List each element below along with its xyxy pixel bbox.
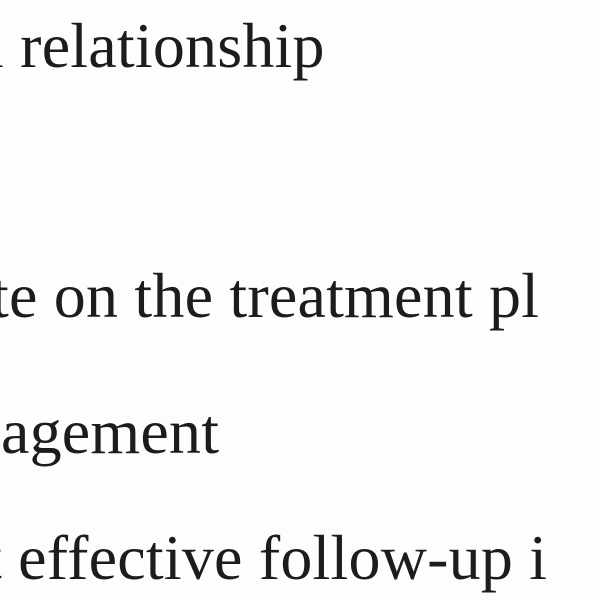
text-line-3: agement xyxy=(1,396,220,467)
text-line-2: te on the treatment pl xyxy=(0,260,540,331)
text-line-4: t effective follow-up i xyxy=(0,522,548,593)
text-line-1: ı relationship xyxy=(0,10,325,81)
